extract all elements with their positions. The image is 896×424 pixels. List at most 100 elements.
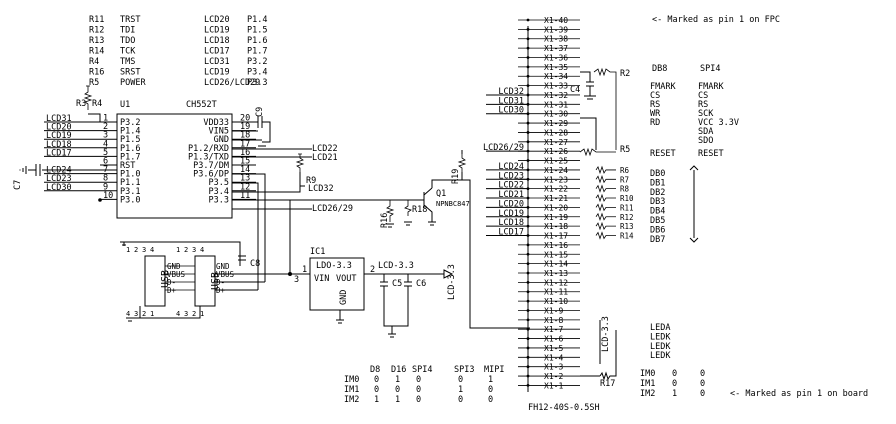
pin-map-cell: SRST [120,68,140,78]
node-3-label: 3 [294,275,299,285]
c9-label: C9 [255,107,265,117]
pin-map-cell: LCD19 [204,68,230,78]
c9-gnd-wire [232,121,271,143]
db-resistor [595,221,616,231]
u1-right-pin-name: P3.5 [209,178,229,188]
pin-map-cell: P1.7 [247,47,267,57]
r16-label: R16 [380,213,390,228]
u1-right-nets: LCD22 LCD21 R9 LCD32 LCD26/29 [232,144,390,290]
im-table-header: SPI3 [454,365,474,375]
pin-map-cell: LCD17 [204,47,230,57]
r5-resistor [579,147,616,157]
mode-spi4-label: SDA [698,127,713,137]
mode-spi4-label: FMARK [698,82,724,92]
lcd2629-label: LCD26/29 [312,204,353,214]
u1-left-pin-num: 4 [103,139,108,149]
fpc-pin-label: X1-19 [544,213,568,222]
im-table-cell: 0 [458,375,463,385]
db-resistor [595,175,616,184]
im-table-cell: 1 [488,375,493,385]
pin-map-cell: LCD26/LCD29 [204,78,260,88]
db-resistor [595,193,616,203]
fpc-net-label: LCD24 [498,162,524,172]
vdd-vin-wires [232,121,258,132]
fpc-connector: X1-40X1-39X1-38X1-37X1-36X1-35X1-34X1-33… [483,16,634,413]
ldo-output-wire [339,273,440,320]
q1-ref: Q1 [436,189,446,199]
u1-right-pin-num: 19 [240,122,250,132]
usb-right-bottom-num: 1 [200,310,204,318]
u1-left-pin-name: P1.4 [120,127,140,137]
fpc-left-nets: LCD32LCD31LCD30LCD26/29LCD24LCD23LCD22LC… [483,87,528,238]
pin-map-cell: TMS [120,57,135,67]
usb-gnd-bus [123,241,241,266]
lcd22-label: LCD22 [312,144,338,154]
q1-collector-wire [431,172,463,188]
db-label: DB2 [650,188,665,198]
q1-symbol [408,187,433,222]
usb-right-label: USB [210,272,221,290]
u1-ref: U1 [120,100,130,110]
r3-label: R3 [76,99,86,109]
fpc-pin-label: X1-35 [544,63,568,72]
u1-left-pin-num: 9 [103,182,108,192]
db-resistor [595,184,616,193]
im-right-cell: IM1 [640,379,655,389]
u1-left-pin-name: RST [120,161,135,171]
db-resistor-label: R14 [620,232,634,241]
r3-wire [88,113,117,123]
fpc-pin-label: X1-7 [544,325,563,334]
db-resistor-label: R6 [620,166,630,175]
backlight-label: LEDK [650,342,671,352]
u1-part: CH552T [186,100,217,110]
fpc-pin-label: X1-25 [544,157,568,166]
r16-resistor [385,200,395,222]
fpc-pin1-note: <- Marked as pin 1 on FPC [652,15,780,25]
usb-right-top-num: 2 [184,246,188,254]
fpc-pin-label: X1-15 [544,250,568,259]
im-table-cell: 1 [458,385,463,395]
usb-right-body [194,255,216,307]
fpc-net-label: LCD22 [498,181,524,191]
u1-right-pin-num: 17 [240,139,250,149]
im-table-cell: 0 [458,395,463,405]
usb-left-top-num: 2 [134,246,138,254]
backlight-label: LEDA [650,323,670,333]
pin-map-cell: P1.5 [247,26,267,36]
u1-left-pin-num: 1 [103,114,108,124]
db-resistor-label: R11 [620,203,634,212]
u1-right-pin-name: P3.6/DP [193,170,229,180]
pin-map-cell: TDI [120,26,135,36]
db-resistor-label: R12 [620,213,634,222]
im-right-cell: 0 [700,379,705,389]
pin-map-cell: P3.4 [247,68,267,78]
c7-label: C7 [13,180,23,190]
u1-left-pin-num: 10 [103,191,113,201]
fpc-part: FH12-40S-0.5SH [528,403,600,413]
im-table-cell: 1 [395,375,400,385]
im-table-cell: 0 [416,375,421,385]
fpc-net-label: LCD19 [498,209,524,219]
fpc-pin-label: X1-36 [544,53,568,62]
usb-bottom-wires [130,306,201,319]
u1-right-pin-name: VDD33 [203,118,229,128]
u1-left-pin-num: 8 [103,174,108,184]
im-right-cell: 0 [672,379,677,389]
im-right-cell: 0 [672,369,677,379]
im-table-cell: 0 [374,375,379,385]
db-resistor-label: R7 [620,175,629,184]
fpc-pin-label: X1-22 [544,185,568,194]
ic1-pin-in: 1 [302,265,307,275]
fpc-pin-label: X1-31 [544,100,568,109]
lcd22-lcd21-wires [232,148,312,158]
fpc-pin-label: X1-29 [544,119,568,128]
db-resistor-label: R10 [620,194,634,203]
db-label: DB4 [650,207,665,217]
u1-right-pin-name: P3.3 [209,195,229,205]
q1-part: NPNBC847 [436,200,470,208]
mode-spi4-label: VCC 3.3V [698,118,739,128]
